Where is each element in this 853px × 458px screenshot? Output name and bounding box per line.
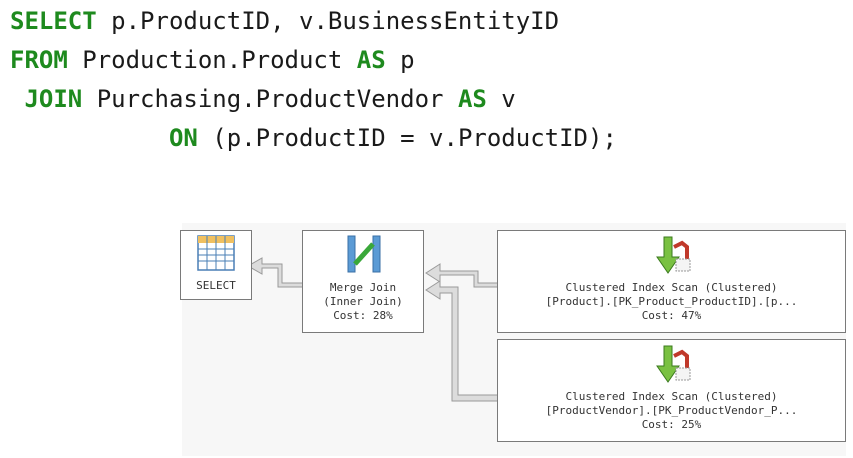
sql-keyword: FROM [10,46,68,74]
sql-keyword: SELECT [10,7,97,35]
scan-vendor-title: Clustered Index Scan (Clustered) [565,390,778,403]
sql-line: FROM Production.Product AS p [10,41,617,80]
plan-node-scan-vendor[interactable]: Clustered Index Scan (Clustered) [Produc… [497,339,846,442]
plan-node-merge-join[interactable]: Merge Join (Inner Join) Cost: 28% [302,230,424,333]
plan-node-select[interactable]: SELECT [180,230,252,300]
scan-product-cost: Cost: 47% [641,309,702,322]
arrow-merge-to-select [246,257,304,288]
scan-product-object: [Product].[PK_Product_ProductID].[p... [545,295,798,308]
arrow-product-to-merge [425,263,499,288]
scan-vendor-cost: Cost: 25% [641,418,702,431]
clustered-index-scan-icon [656,236,691,274]
sql-text: p.ProductID, v.BusinessEntityID [96,7,560,35]
sql-keyword: ON [168,124,198,152]
sql-keyword: JOIN [24,85,83,113]
merge-join-cost: Cost: 28% [333,309,393,322]
sql-line: JOIN Purchasing.ProductVendor AS v [10,80,617,119]
sql-text: v [486,85,516,113]
sql-keyword: AS [457,85,487,113]
sql-text: (p.ProductID = v.ProductID); [197,124,617,152]
sql-text: Production.Product [67,46,357,74]
merge-join-icon [347,235,381,273]
scan-vendor-object: [ProductVendor].[PK_ProductVendor_P... [545,404,798,417]
scan-product-title: Clustered Index Scan (Clustered) [565,281,778,294]
clustered-index-scan-icon [656,345,691,383]
sql-text: Purchasing.ProductVendor [82,85,458,113]
sql-line: SELECT p.ProductID, v.BusinessEntityID [10,2,617,41]
sql-text: p [385,46,415,74]
sql-line: ON (p.ProductID = v.ProductID); [10,119,617,158]
sql-keyword: AS [356,46,386,74]
arrow-vendor-to-merge [425,280,499,402]
select-table-icon [197,235,235,271]
merge-join-type: (Inner Join) [323,295,403,308]
plan-node-scan-product[interactable]: Clustered Index Scan (Clustered) [Produc… [497,230,846,333]
merge-join-title: Merge Join [329,281,397,294]
select-node-label: SELECT [196,279,236,292]
